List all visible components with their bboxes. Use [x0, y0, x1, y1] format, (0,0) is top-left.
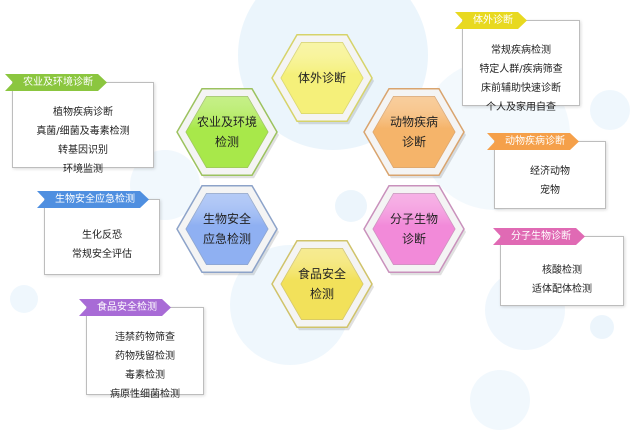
box-item: 转基因识别	[58, 145, 108, 156]
hex-food-label: 食品安全 检测	[297, 267, 346, 301]
box-item: 宠物	[540, 185, 560, 196]
background-bubble	[590, 315, 614, 339]
background-bubble	[335, 190, 367, 222]
hex-animal[interactable]: 动物疾病 诊断	[362, 80, 466, 184]
hex-agriculture-label: 农业及环境 检测	[196, 115, 257, 149]
box-item: 药物残留检测	[115, 351, 175, 362]
background-bubble	[590, 90, 630, 130]
hexagon-shape	[176, 87, 279, 179]
box-animal-list: 经济动物 宠物	[495, 162, 605, 200]
box-item: 适体配体检测	[532, 284, 592, 295]
box-molecular: 分子生物诊断 核酸检测 适体配体检测	[500, 236, 624, 306]
box-animal-title: 动物疾病诊断	[487, 133, 579, 150]
box-ivd-list: 常规疾病检测 特定人群/疾病筛查 床前辅助快速诊断 个人及家用自查	[463, 41, 579, 117]
box-item: 常规疾病检测	[491, 45, 551, 56]
box-item: 个人及家用自查	[486, 102, 556, 113]
box-item: 经济动物	[530, 166, 570, 177]
hex-biosafety[interactable]: 生物安全 应急检测	[175, 177, 279, 281]
hexagon-shape	[363, 87, 466, 179]
hexagon-shape	[271, 33, 374, 125]
hex-ivd[interactable]: 体外诊断	[270, 26, 374, 130]
box-animal: 动物疾病诊断 经济动物 宠物	[494, 141, 606, 209]
box-biosafety-title: 生物安全应急检测	[37, 191, 149, 208]
background-bubble	[470, 370, 530, 430]
box-agriculture: 农业及环境诊断 植物疾病诊断 真菌/细菌及毒素检测 转基因识别 环境监测	[12, 82, 154, 175]
box-ivd: 体外诊断 常规疾病检测 特定人群/疾病筛查 床前辅助快速诊断 个人及家用自查	[462, 20, 580, 113]
hex-food[interactable]: 食品安全 检测	[270, 232, 374, 336]
box-biosafety: 生物安全应急检测 生化反恐 常规安全评估	[44, 199, 160, 275]
box-agriculture-title: 农业及环境诊断	[5, 74, 107, 91]
hexagon-shape	[176, 184, 279, 276]
hex-biosafety-label: 生物安全 应急检测	[202, 212, 251, 246]
box-item: 病原性细菌检测	[110, 389, 180, 400]
box-item: 床前辅助快速诊断	[481, 83, 561, 94]
hex-animal-label: 动物疾病 诊断	[389, 115, 438, 149]
hex-molecular[interactable]: 分子生物 诊断	[362, 177, 466, 281]
box-item: 植物疾病诊断	[53, 107, 113, 118]
box-ivd-title: 体外诊断	[455, 12, 527, 29]
hex-ivd-label: 体外诊断	[297, 71, 346, 85]
hexagon-gloss	[373, 96, 455, 168]
hexagon-shape	[363, 184, 466, 276]
hexagon-shape	[271, 239, 374, 331]
hexagon-gloss	[373, 193, 455, 265]
hexagon-gloss	[281, 42, 363, 114]
box-food: 食品安全检测 违禁药物筛查 药物残留检测 毒素检测 病原性细菌检测	[86, 307, 204, 400]
box-food-title: 食品安全检测	[79, 299, 171, 316]
box-item: 毒素检测	[125, 370, 165, 381]
box-item: 生化反恐	[82, 230, 122, 241]
box-molecular-title: 分子生物诊断	[493, 228, 585, 245]
hex-molecular-label: 分子生物 诊断	[389, 212, 438, 246]
hex-agriculture[interactable]: 农业及环境 检测	[175, 80, 279, 184]
box-agriculture-list: 植物疾病诊断 真菌/细菌及毒素检测 转基因识别 环境监测	[13, 103, 153, 179]
box-item: 真菌/细菌及毒素检测	[36, 126, 130, 137]
hexagon-gloss	[281, 248, 363, 320]
box-biosafety-list: 生化反恐 常规安全评估	[45, 220, 159, 264]
hexagon-gloss	[186, 193, 268, 265]
box-molecular-list: 核酸检测 适体配体检测	[501, 257, 623, 299]
box-food-list: 违禁药物筛查 药物残留检测 毒素检测 病原性细菌检测	[87, 328, 203, 404]
hexagon-gloss	[186, 96, 268, 168]
box-item: 环境监测	[63, 164, 103, 175]
box-item: 违禁药物筛查	[115, 332, 175, 343]
box-item: 特定人群/疾病筛查	[479, 64, 563, 75]
box-item: 核酸检测	[542, 265, 582, 276]
box-item: 常规安全评估	[72, 249, 132, 260]
background-bubble	[10, 285, 38, 313]
